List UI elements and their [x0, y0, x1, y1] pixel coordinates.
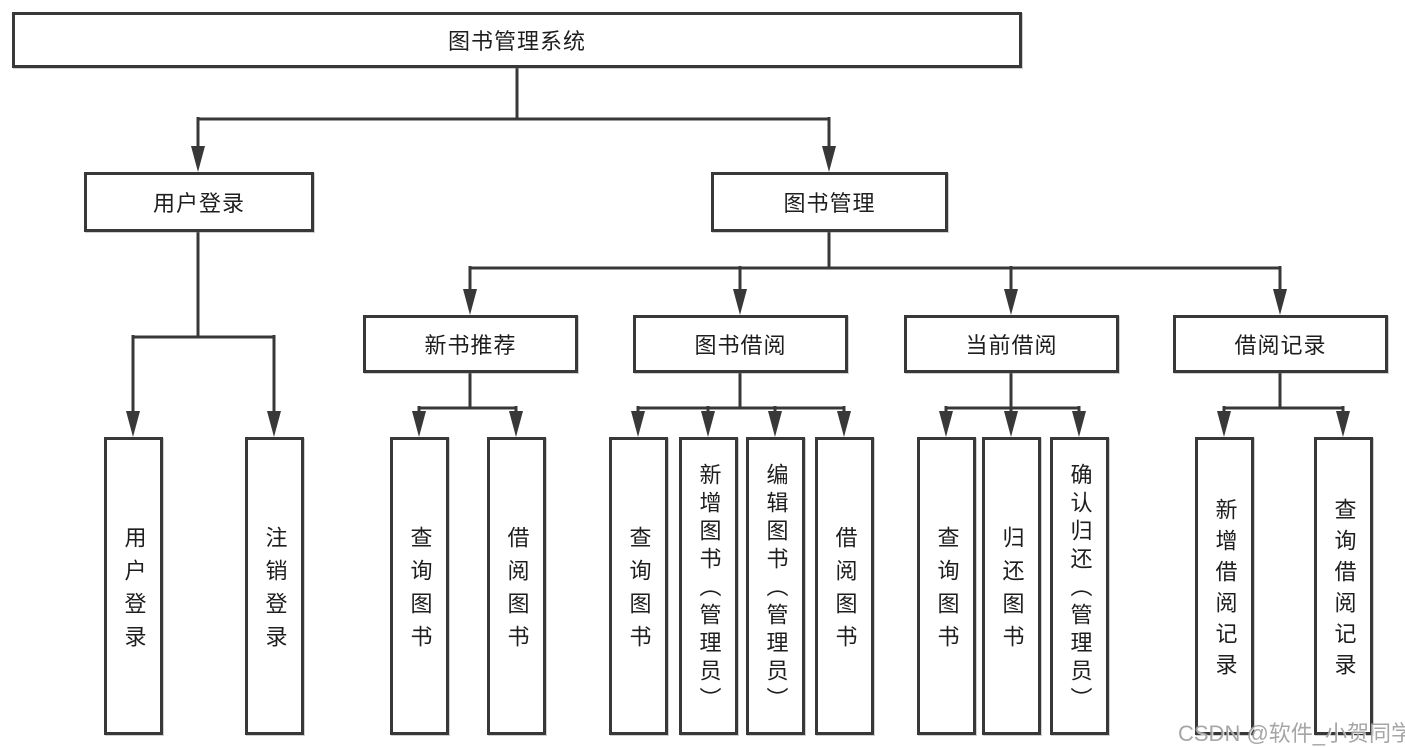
connector-borrow-branch	[631, 373, 851, 437]
leaf-logout-label: 注销登录	[262, 525, 288, 658]
leaf-current-query-books: 查询图书	[917, 437, 976, 735]
node-new-book-recommend: 新书推荐	[363, 315, 578, 373]
leaf-edit-book-admin-label: 编辑图书（管理员）	[763, 463, 789, 715]
leaf-add-book-admin: 新增图书（管理员）	[679, 437, 738, 735]
connector-management-to-level3	[463, 232, 1287, 315]
leaf-return-books-label: 归还图书	[999, 525, 1025, 658]
arrowhead	[463, 289, 477, 315]
arrowhead	[701, 411, 715, 437]
leaf-recommend-borrow-books-label: 借阅图书	[504, 525, 530, 658]
leaf-recommend-query-books: 查询图书	[390, 437, 449, 735]
arrowhead	[631, 411, 645, 437]
node-user-login-label: 用户登录	[152, 191, 245, 216]
leaf-add-borrow-record: 新增借阅记录	[1195, 437, 1254, 735]
leaf-add-book-admin-label: 新增图书（管理员）	[696, 463, 722, 715]
arrowhead	[412, 411, 426, 437]
leaf-recommend-query-books-label: 查询图书	[407, 525, 433, 658]
node-borrow-records: 借阅记录	[1173, 315, 1388, 373]
leaf-return-books: 归还图书	[982, 437, 1041, 735]
arrowhead	[1217, 411, 1231, 437]
arrowhead	[191, 146, 205, 172]
node-new-book-recommend-label: 新书推荐	[424, 333, 517, 358]
leaf-confirm-return-admin-label: 确认归还（管理员）	[1067, 463, 1093, 715]
node-book-borrow-label: 图书借阅	[694, 333, 787, 358]
connector-current-branch	[939, 373, 1086, 437]
arrowhead	[126, 411, 140, 437]
arrowhead	[939, 411, 953, 437]
leaf-confirm-return-admin: 确认归还（管理员）	[1050, 437, 1109, 735]
leaf-borrow-query-books: 查询图书	[609, 437, 668, 735]
leaf-user-login-label: 用户登录	[121, 525, 147, 658]
leaf-borrow-query-books-label: 查询图书	[626, 525, 652, 658]
leaf-edit-book-admin: 编辑图书（管理员）	[746, 437, 805, 735]
arrowhead	[267, 411, 281, 437]
leaf-add-borrow-record-label: 新增借阅记录	[1212, 497, 1238, 684]
arrowhead	[1336, 411, 1350, 437]
arrowhead	[837, 411, 851, 437]
leaf-query-borrow-record-label: 查询借阅记录	[1331, 497, 1357, 684]
connector-records-branch	[1217, 373, 1350, 437]
leaf-borrow-borrow-books-label: 借阅图书	[832, 525, 858, 658]
arrowhead	[1273, 289, 1287, 315]
arrowhead	[1004, 411, 1018, 437]
node-book-borrow: 图书借阅	[633, 315, 848, 373]
node-borrow-records-label: 借阅记录	[1234, 333, 1327, 358]
arrowhead	[768, 411, 782, 437]
arrowhead	[1072, 411, 1086, 437]
connector-recommend-branch	[412, 373, 523, 437]
node-root-label: 图书管理系统	[447, 29, 586, 54]
node-book-management: 图书管理	[711, 172, 948, 232]
leaf-borrow-borrow-books: 借阅图书	[815, 437, 874, 735]
arrowhead	[733, 289, 747, 315]
connector-login-branch	[126, 232, 281, 437]
leaf-recommend-borrow-books: 借阅图书	[487, 437, 546, 735]
leaf-query-borrow-record: 查询借阅记录	[1314, 437, 1373, 735]
csdn-watermark: CSDN @软件_小贺同学	[1178, 721, 1405, 746]
arrowhead	[1004, 289, 1018, 315]
leaf-user-login: 用户登录	[104, 437, 163, 735]
node-current-borrow-label: 当前借阅	[965, 333, 1058, 358]
leaf-current-query-books-label: 查询图书	[934, 525, 960, 658]
node-book-management-label: 图书管理	[783, 191, 876, 216]
arrowhead	[509, 411, 523, 437]
arrowhead	[822, 146, 836, 172]
connector-root-to-level2	[191, 68, 836, 172]
node-root: 图书管理系统	[12, 12, 1022, 68]
node-current-borrow: 当前借阅	[904, 315, 1119, 373]
leaf-logout: 注销登录	[245, 437, 304, 735]
node-user-login: 用户登录	[84, 172, 314, 232]
